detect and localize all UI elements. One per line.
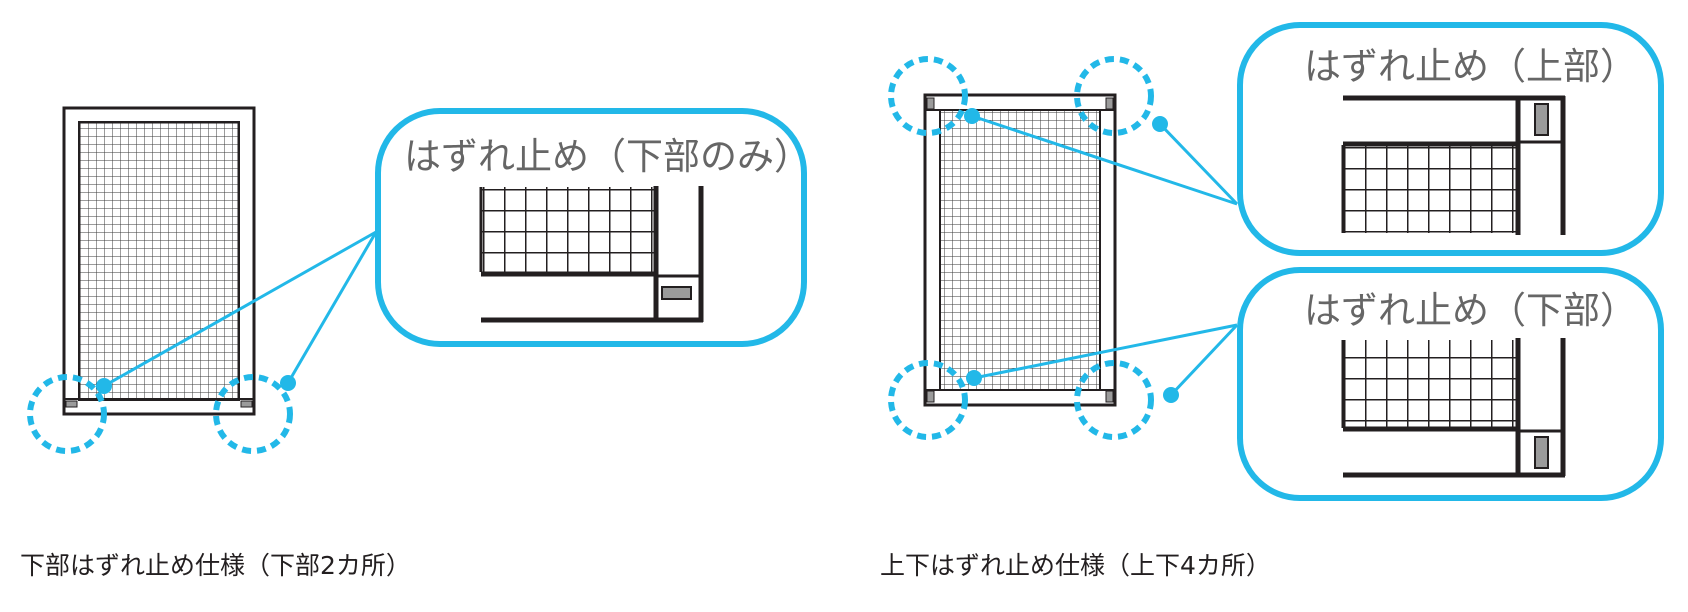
right-leader-lines	[964, 108, 1239, 403]
stopper-right-top-right	[1105, 97, 1114, 110]
stopper-detail	[1534, 103, 1549, 136]
right-caption: 上下はずれ止め仕様（上下4カ所）	[880, 551, 1271, 580]
right-top-callout-detail	[1341, 95, 1566, 235]
left-callout-detail	[479, 186, 704, 323]
right-bottom-callout-title: はずれ止め（下部）	[1304, 289, 1637, 332]
left-callout-title: はずれ止め（下部のみ）	[404, 135, 811, 178]
left-caption: 下部はずれ止め仕様（下部2カ所）	[20, 551, 411, 580]
right-bottom-callout-detail	[1341, 338, 1566, 478]
left-screen-frame	[62, 106, 256, 416]
right-bottom-callout: はずれ止め（下部）	[1237, 267, 1664, 501]
dashed-highlight-circle	[888, 56, 968, 136]
dashed-highlight-circle	[27, 374, 107, 454]
dashed-highlight-circle	[1074, 360, 1154, 440]
dashed-highlight-circle	[213, 374, 293, 454]
dashed-highlight-circle	[888, 360, 968, 440]
stopper-left-bottom-left	[65, 400, 78, 408]
stopper-right-bottom-right	[1105, 390, 1114, 403]
dashed-highlight-circle	[1074, 56, 1154, 136]
stopper-detail	[1534, 436, 1549, 469]
stopper-right-bottom-left	[926, 390, 935, 403]
left-callout: はずれ止め（下部のみ）	[375, 108, 811, 347]
stopper-detail	[661, 286, 692, 300]
right-top-callout-title: はずれ止め（上部）	[1304, 45, 1637, 88]
left-leader-lines	[96, 230, 378, 394]
right-top-callout: はずれ止め（上部）	[1237, 22, 1664, 256]
stopper-right-top-left	[926, 97, 935, 110]
stopper-left-bottom-right	[240, 400, 253, 408]
right-screen-frame	[923, 93, 1117, 407]
